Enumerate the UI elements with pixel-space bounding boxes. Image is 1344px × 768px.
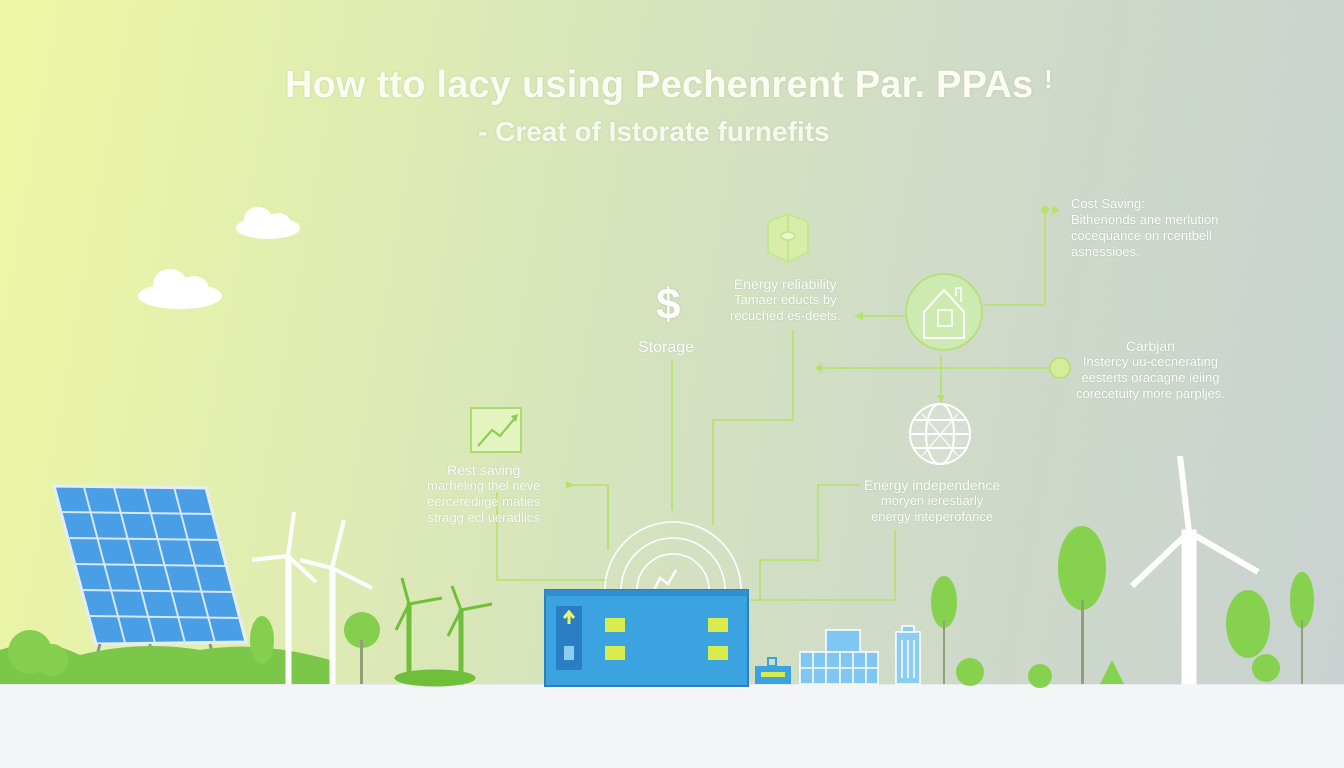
chart-up-icon [470,407,522,453]
carbon-line-1: Instercy uu-cecnerating [1082,354,1218,369]
solar-array-icon [799,629,879,685]
hill [0,643,330,684]
reliability-line-1: Tamaer educts by [733,292,837,307]
storage-label: Storage [638,339,695,356]
tree-icon [931,526,1314,688]
cost-saving-heading: Cost Saving: [1071,196,1145,211]
wind-turbine-icon [251,511,373,685]
battery-icon [895,625,921,685]
tree-icon [8,612,380,684]
title-text: How tto lacy using Pechenrent Par. PPAs [285,64,1034,106]
rest-saving-line-2: eercerediige maties [427,494,541,509]
cost-saving-line-3: asnessioes. [1071,244,1140,259]
globe-icon [909,403,971,465]
title-mark: ! [1044,64,1053,94]
solar-panel-icon [52,484,248,683]
storage-building-icon [544,589,749,687]
carbon-block: Carbjan Instercy uu-cecnerating eesterts… [1076,338,1225,402]
page-title: How tto lacy using Pechenrent Par. PPAs … [285,64,1053,107]
page-subtitle: - Creat of Istorate furnefits [478,116,830,147]
wind-turbine-icon [1129,455,1260,685]
rest-saving-heading: Rest saving [447,462,521,478]
cost-saving-block: Cost Saving: Bithenonds ane merlution co… [1071,196,1218,260]
dollar-icon: $ [656,280,681,329]
reliability-line-2: recuched es-deets. [730,308,841,323]
hub-arcs [604,521,742,591]
rest-saving-line-3: stragg ecl ueradlics [427,510,540,525]
carbon-line-2: eesterts oracagne ieiing [1081,370,1220,385]
connector-lines [496,206,1071,601]
ground-strip [0,684,1344,768]
connector-arrows [566,206,1060,489]
independence-line-2: energy inteperofance [871,509,994,524]
rest-saving-block: Rest saving marheling thel neve eercered… [427,462,540,526]
cost-saving-line-2: cocequance on rcentbell [1071,228,1212,243]
wind-turbine-icon [394,577,493,687]
carbon-heading: Carbjan [1125,338,1175,354]
carbon-line-3: corecetuity more parpljes. [1076,386,1225,401]
reliability-heading: Energy reliability [733,276,837,292]
battery-icon [755,657,791,684]
reliability-block: Energy reliability Tamaer educts by recu… [730,276,841,324]
cloud-icon [138,269,222,309]
independence-line-1: moryen ierestiarly [880,493,984,508]
house-icon [905,273,983,351]
shield-map-icon [767,213,809,264]
rest-saving-line-1: marheling thel neve [427,478,541,493]
independence-block: Energy independence moryen ierestiarly e… [864,477,1000,525]
independence-heading: Energy independence [864,477,1001,493]
cloud-icon [236,207,300,239]
cost-saving-line-1: Bithenonds ane merlution [1071,212,1219,227]
